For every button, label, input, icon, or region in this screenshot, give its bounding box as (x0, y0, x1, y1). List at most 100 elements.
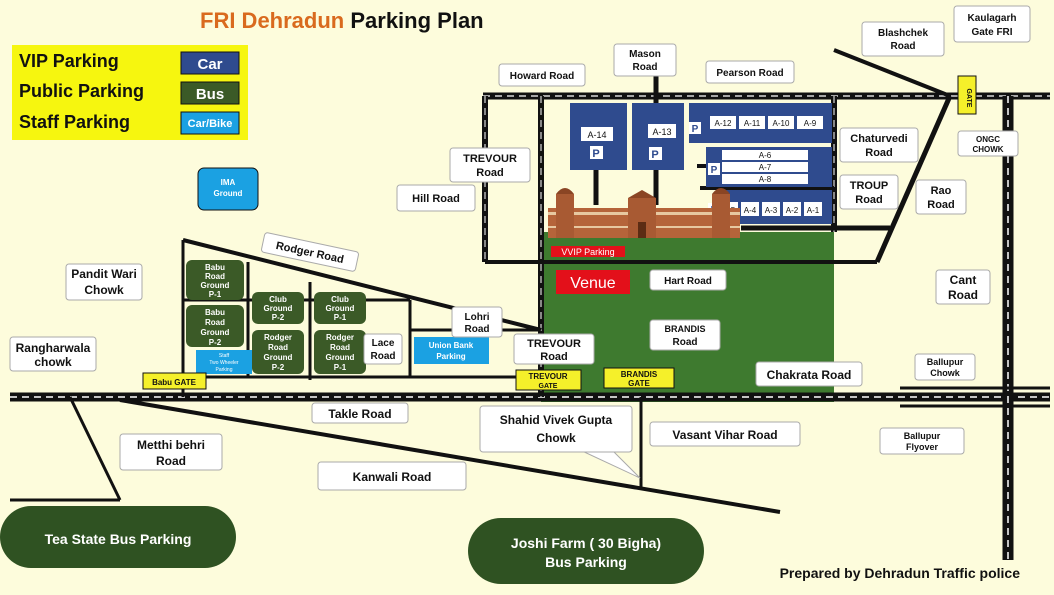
svg-text:Bus Parking: Bus Parking (545, 554, 627, 570)
svg-text:Road: Road (540, 351, 568, 363)
svg-text:Road: Road (891, 41, 916, 52)
parking-p-icon: P (711, 165, 718, 176)
svg-text:GATE: GATE (539, 383, 558, 390)
svg-text:Tea State Bus Parking: Tea State Bus Parking (45, 531, 192, 547)
kaulagarh-gate-label: Kaulagarh Gate FRI (953, 5, 1031, 43)
svg-text:TREVOUR: TREVOUR (528, 372, 567, 381)
block-cell (797, 116, 823, 129)
ground-label: Rodger (264, 333, 292, 342)
ima-ground (197, 167, 259, 211)
svg-text:Road: Road (865, 147, 893, 159)
svg-text:Parking: Parking (216, 367, 233, 373)
svg-text:Road: Road (927, 199, 955, 211)
troup-road-label: TROUP Road (839, 174, 899, 210)
svg-text:Ballupur: Ballupur (927, 357, 964, 367)
svg-text:Cant: Cant (950, 273, 977, 287)
svg-text:Blashchek: Blashchek (878, 28, 928, 39)
svg-text:Joshi Farm ( 30 Bigha): Joshi Farm ( 30 Bigha) (511, 535, 661, 551)
club-ground-p2 (252, 292, 304, 324)
svg-text:TROUP: TROUP (850, 180, 889, 192)
mason-road-label: Mason Road (613, 43, 677, 77)
kaulagarh-gate (957, 75, 977, 115)
block-cell (762, 202, 780, 216)
svg-text:Chaturvedi: Chaturvedi (850, 133, 907, 145)
parking-p-icon: P (651, 149, 658, 161)
joshi-farm-bus-parking (468, 518, 704, 584)
ground-label: Ground (201, 328, 230, 337)
svg-text:Kaulagarh: Kaulagarh (968, 13, 1017, 24)
bus-parking-areas: Tea State Bus Parking Joshi Farm ( 30 Bi… (0, 506, 704, 584)
page-title: FRI Dehradun Parking Plan (200, 8, 484, 33)
block-cell-label: A-3 (765, 206, 778, 215)
parking-p-icon: P (592, 148, 599, 160)
brandis-road-label: BRANDIS Road (649, 319, 721, 351)
svg-text:Road: Road (673, 337, 698, 348)
hart-road-label: Hart Road (649, 269, 727, 291)
block-a14-label: A-14 (587, 130, 606, 140)
vvip-parking-label: VVIP Parking (561, 247, 614, 257)
ground-label: Road (268, 343, 288, 352)
svg-text:Road: Road (855, 194, 883, 206)
legend-staff-swatch (180, 111, 240, 135)
vasant-vihar-road-label: Vasant Vihar Road (649, 421, 801, 447)
block-cell-label: A-8 (759, 175, 772, 184)
svg-text:BRANDIS: BRANDIS (621, 370, 658, 379)
ground-label: Ground (264, 353, 293, 362)
svg-text:Pearson Road: Pearson Road (716, 68, 783, 79)
block-cell-label: A-12 (715, 119, 732, 128)
svg-text:Road: Road (371, 351, 396, 362)
credit-text: Prepared by Dehradun Traffic police (780, 565, 1021, 581)
svg-text:Takle Road: Takle Road (328, 407, 391, 421)
legend-public-swatch-text: Bus (196, 86, 224, 103)
svg-text:Hill Road: Hill Road (412, 193, 460, 205)
svg-text:TREVOUR: TREVOUR (527, 338, 581, 350)
block-cell-label: A-4 (744, 206, 757, 215)
lace-road-label: Lace Road (363, 333, 403, 365)
ground-label: Rodger (326, 333, 354, 342)
gates: GATE Babu GATE TREVOUR GATE BRANDIS GATE (142, 75, 977, 391)
svg-text:Howard Road: Howard Road (510, 71, 574, 82)
svg-text:Ballupur: Ballupur (904, 431, 941, 441)
svg-text:Lace: Lace (372, 338, 395, 349)
ground-label: Ground (201, 281, 230, 290)
svg-text:Chakrata Road: Chakrata Road (767, 368, 852, 382)
club-ground-p1 (314, 292, 366, 324)
takle-road-label: Takle Road (311, 402, 409, 424)
svg-text:Road: Road (948, 288, 978, 302)
svg-text:IMA: IMA (221, 178, 236, 187)
svg-text:TREVOUR: TREVOUR (463, 153, 517, 165)
svg-text:Union Bank: Union Bank (429, 341, 474, 350)
ongc-chowk-label: ONGC CHOWK (957, 130, 1019, 157)
svg-text:Chowk: Chowk (84, 283, 124, 297)
legend-staff-label: Staff Parking (19, 112, 130, 132)
block-cell-label: A-1 (807, 206, 820, 215)
ground-label: Babu (205, 308, 225, 317)
metthi-behri-road-label: Metthi behri Road (119, 433, 223, 471)
ground-label: Road (205, 272, 225, 281)
brandis-gate (603, 367, 675, 389)
svg-text:Road: Road (465, 324, 490, 335)
ballupur-chowk-label: Ballupur Chowk (914, 353, 976, 381)
legend-vip-swatch-text: Car (197, 56, 222, 73)
block-cell (722, 174, 808, 184)
svg-text:GATE: GATE (628, 379, 650, 388)
svg-text:Lohri: Lohri (465, 312, 490, 323)
block-cell-label: A-10 (773, 119, 790, 128)
block-cell (768, 116, 794, 129)
howard-road-label: Howard Road (498, 63, 586, 87)
ground-label: Ground (326, 353, 355, 362)
venue-label: Venue (570, 275, 615, 292)
vvip-parking-area (551, 246, 625, 257)
hill-road-label: Hill Road (396, 184, 476, 212)
svg-text:Metthi behri: Metthi behri (137, 438, 205, 452)
svg-text:Shahid Vivek Gupta: Shahid Vivek Gupta (500, 413, 613, 427)
svg-text:Hart Road: Hart Road (664, 276, 712, 287)
svg-text:Rangharwala: Rangharwala (16, 341, 91, 355)
pandit-wari-chowk-label: Pandit Wari Chowk (65, 263, 143, 301)
ground-label: Road (205, 318, 225, 327)
venue-area (556, 270, 630, 294)
staff-two-wheeler-parking (196, 350, 252, 374)
parking-p-icon: P (692, 124, 699, 135)
